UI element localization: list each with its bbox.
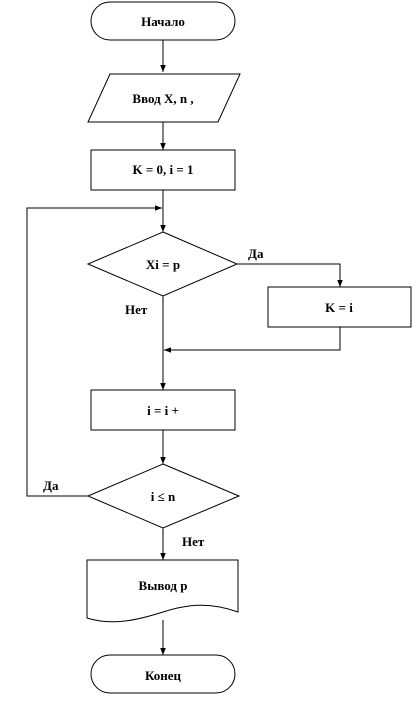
start-terminator: Начало [90, 1, 236, 41]
increment-label: i = i + [147, 403, 179, 418]
assign-k-block: K = i [267, 286, 412, 328]
increment-block: i = i + [90, 389, 236, 431]
init-label: K = 0, i = 1 [132, 162, 193, 177]
condition2-label: i ≤ n [151, 489, 176, 504]
start-label: Начало [141, 14, 185, 29]
input-block: Ввод X, n , [87, 73, 241, 123]
assign-k-label: K = i [325, 300, 353, 315]
condition1-label: Xi = p [146, 257, 180, 272]
condition2-no-label: Нет [182, 534, 205, 549]
arrow-condition1-yes [237, 263, 343, 287]
arrow-loop-back [26, 205, 162, 497]
output-document: Вывод p [86, 559, 239, 623]
input-label: Ввод X, n , [132, 91, 193, 106]
init-block: K = 0, i = 1 [90, 149, 236, 191]
arrow-assign-back [164, 327, 341, 353]
condition2-yes-label: Да [43, 478, 59, 493]
output-label: Вывод p [139, 578, 188, 593]
condition1-yes-label: Да [248, 246, 264, 261]
end-label: Конец [145, 668, 182, 683]
condition1-no-label: Нет [125, 302, 148, 317]
end-terminator: Конец [90, 654, 236, 694]
condition2-decision: i ≤ n [86, 463, 241, 529]
condition1-decision: Xi = p [86, 231, 239, 297]
connectors [26, 40, 343, 655]
